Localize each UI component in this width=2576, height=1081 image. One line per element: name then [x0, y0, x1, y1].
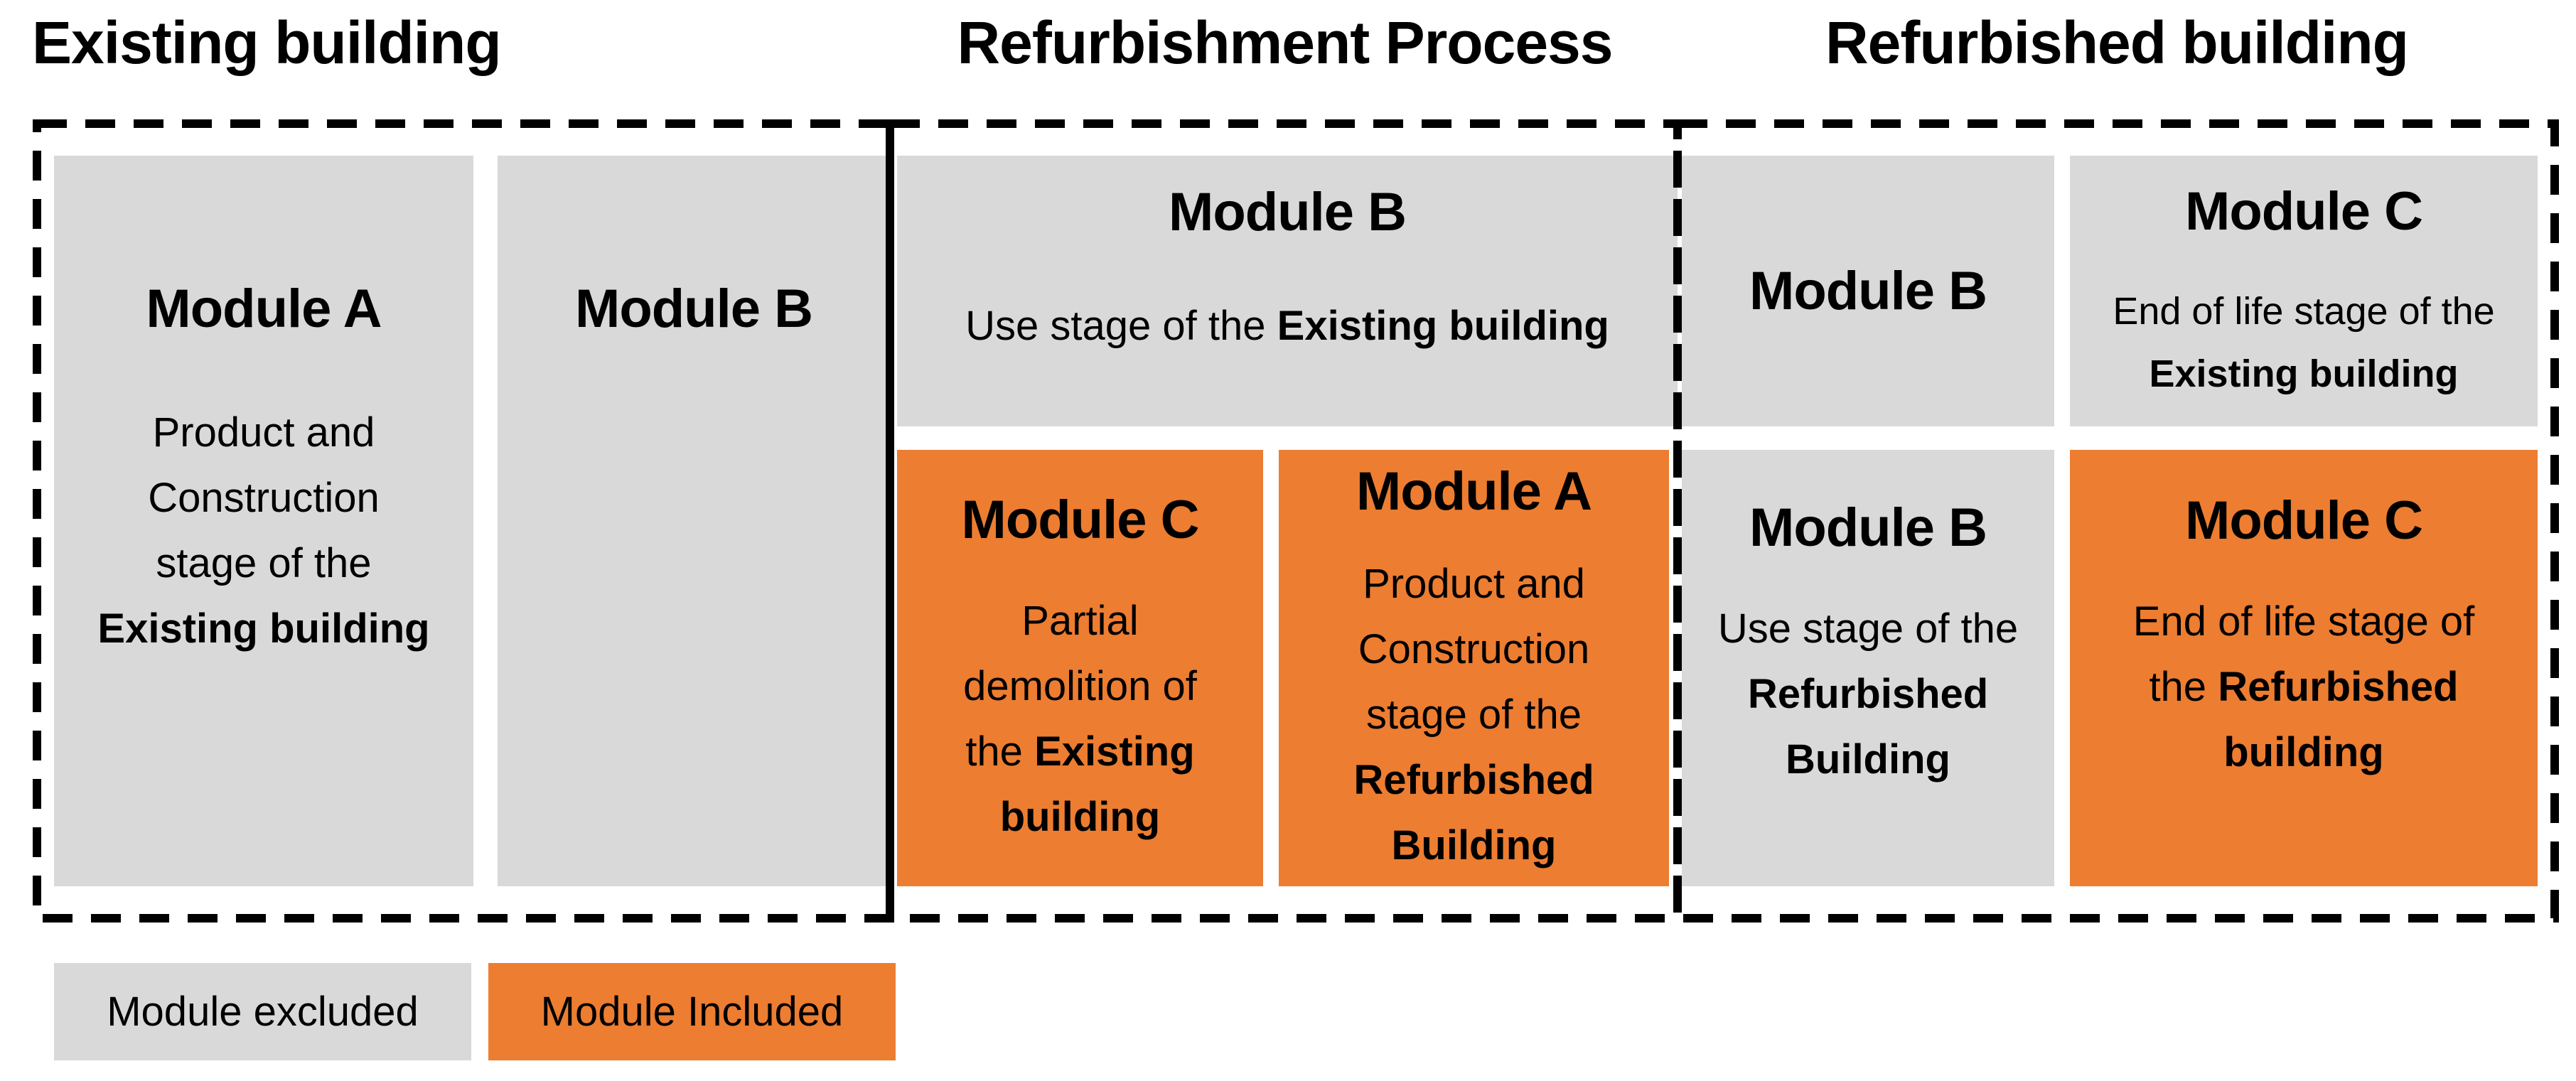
description-line: Product and — [1363, 561, 1585, 607]
description-line: Existing building — [2149, 352, 2459, 395]
description-line: demolition of — [963, 663, 1197, 709]
module-title: Module A — [146, 279, 382, 339]
module-description: Partial demolition of the Existing build… — [963, 588, 1197, 850]
description-line: Product and — [152, 409, 375, 456]
module-b-use-existing-box: Module B Use stage of the Existing build… — [897, 156, 1678, 426]
description-line: stage of the — [156, 540, 372, 586]
description-line: the Existing — [965, 728, 1195, 775]
existing-building-header: Existing building — [32, 9, 502, 76]
module-title: Module C — [2185, 181, 2423, 242]
description-line: stage of the — [1365, 692, 1582, 738]
legend-label: Module Included — [540, 989, 844, 1035]
legend-module-included: Module Included — [488, 963, 896, 1060]
description-line: Refurbished — [1353, 757, 1594, 803]
description-line: Construction — [148, 475, 380, 521]
module-title: Module B — [1749, 260, 1987, 321]
module-title: Module B — [1749, 498, 1987, 558]
description-line: Refurbished — [1747, 671, 1989, 717]
description-line: Use stage of the — [1717, 606, 2019, 652]
description-line: End of life stage of — [2132, 598, 2475, 645]
module-c-eol-refurbished-box: Module C End of life stage of the Refurb… — [2070, 450, 2538, 886]
legend-module-excluded: Module excluded — [54, 963, 471, 1060]
module-description: Use stage of the Existing building — [965, 294, 1609, 359]
module-title: Module C — [961, 490, 1200, 550]
description-line: building — [999, 794, 1161, 840]
module-title: Module B — [575, 279, 813, 339]
module-description: End of life stage of the Refurbished bui… — [2133, 589, 2474, 785]
module-c-partial-demolition-box: Module C Partial demolition of the Exist… — [897, 450, 1263, 886]
description-line: building — [2223, 729, 2384, 775]
description-line: Existing building — [97, 606, 430, 652]
module-title: Module A — [1356, 461, 1592, 522]
module-description: Use stage of the Refurbished Building — [1718, 596, 2018, 792]
module-b-existing-box: Module B — [498, 156, 890, 886]
module-a-existing-box: Module A Product and Construction stage … — [54, 156, 473, 886]
refurbishment-process-header: Refurbishment Process — [957, 9, 1614, 76]
module-description: End of life stage of the Existing buildi… — [2113, 280, 2494, 405]
legend-label: Module excluded — [107, 989, 419, 1035]
description-line: End of life stage of the — [2113, 289, 2495, 333]
module-a-refurbished-construction-box: Module A Product and Construction stage … — [1279, 450, 1669, 886]
module-title: Module C — [2185, 490, 2423, 551]
description-line: Partial — [1021, 598, 1139, 644]
module-c-eol-existing-box: Module C End of life stage of the Existi… — [2070, 156, 2538, 426]
description-line: Construction — [1358, 626, 1590, 672]
refurbished-building-header: Refurbished building — [1825, 9, 2409, 76]
description-line: Building — [1786, 736, 1950, 782]
module-description: Product and Construction stage of the Re… — [1353, 552, 1594, 878]
description-line: Use stage of the Existing building — [965, 303, 1609, 349]
description-line: Building — [1391, 822, 1557, 868]
description-line: the Refurbished — [2149, 664, 2459, 710]
module-description: Product and Construction stage of the Ex… — [97, 400, 429, 662]
module-title: Module B — [1169, 182, 1407, 242]
module-b-use-refurbished-box: Module B Use stage of the Refurbished Bu… — [1682, 450, 2054, 886]
module-b-refurbished-top-box: Module B — [1682, 156, 2054, 426]
